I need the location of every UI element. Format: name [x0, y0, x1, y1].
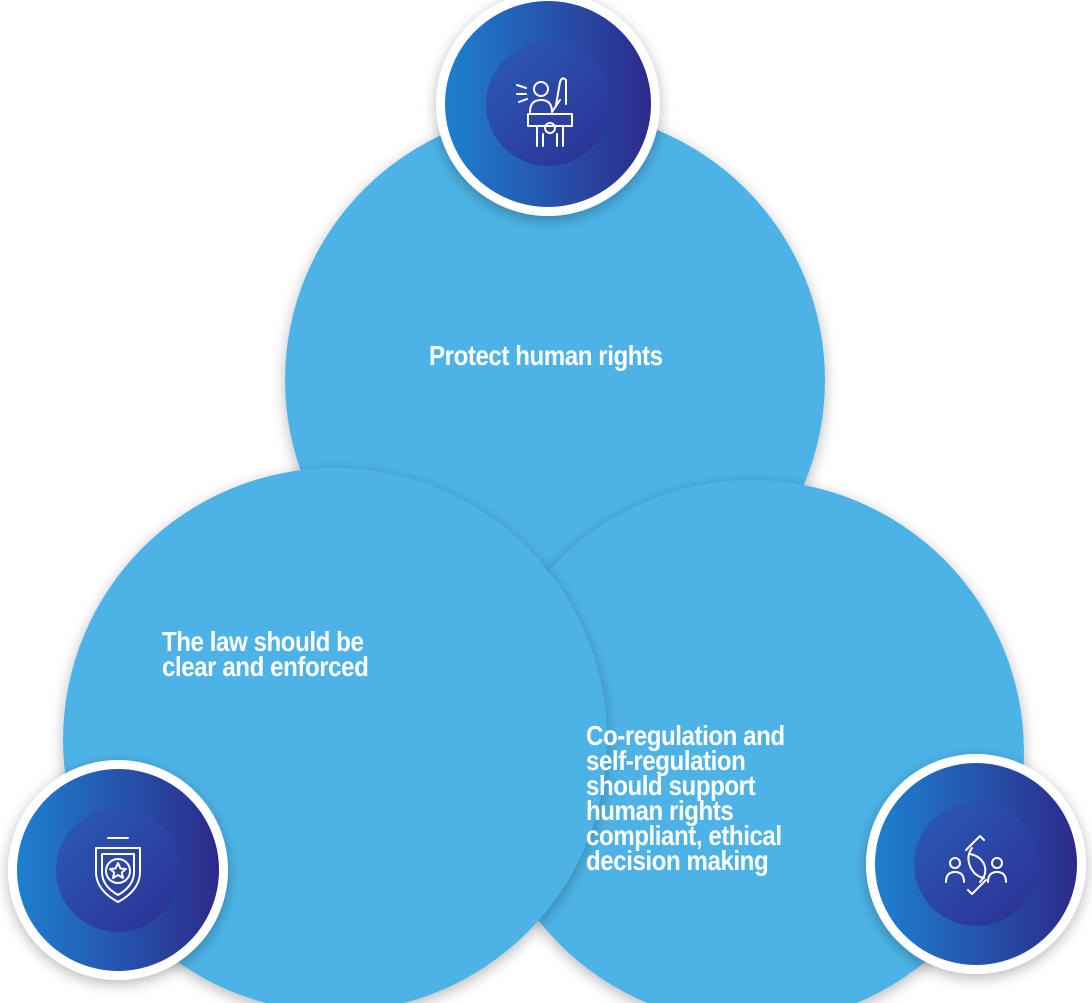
label-right-line: self-regulation: [586, 745, 746, 776]
label-left-line: The law should be: [162, 626, 364, 657]
label-right: Co-regulation and self-regulation should…: [586, 720, 785, 876]
protester-icon: [516, 77, 573, 147]
label-left: The law should be clear and enforced: [162, 626, 369, 682]
label-right-line: should support: [586, 770, 756, 801]
label-top-line: Protect human rights: [429, 340, 663, 371]
badge-left: [8, 760, 228, 980]
label-left-line: clear and enforced: [162, 651, 369, 682]
collaboration-cycle-icon: [945, 835, 1007, 895]
badge-right: [866, 754, 1086, 974]
label-top: Protect human rights: [429, 340, 663, 371]
label-right-line: decision making: [586, 845, 769, 876]
badge-top: [436, 0, 660, 216]
label-right-line: Co-regulation and: [586, 720, 785, 751]
label-right-line: human rights: [586, 795, 734, 826]
label-right-line: compliant, ethical: [586, 820, 782, 851]
police-badge-icon: [95, 837, 141, 903]
